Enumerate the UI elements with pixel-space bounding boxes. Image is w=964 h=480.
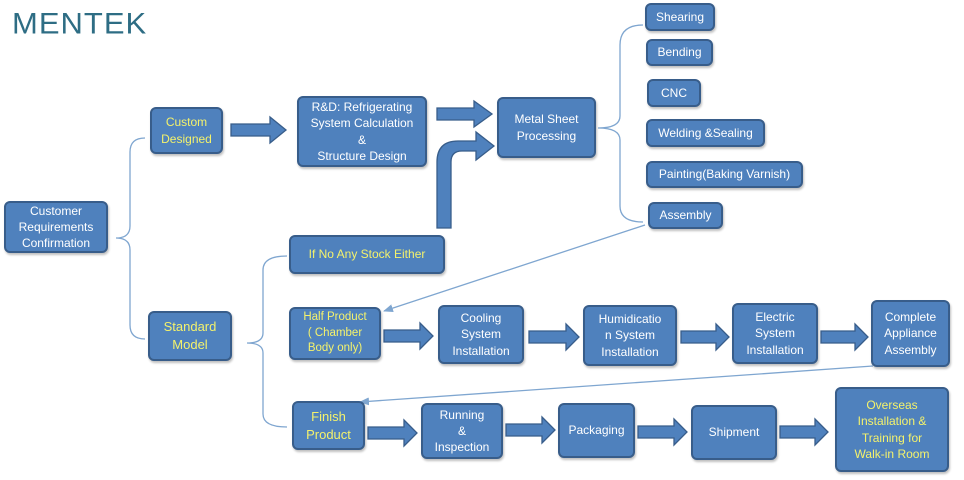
cooling-box: Cooling System Installation	[438, 305, 524, 364]
assembly-box: Assembly	[648, 202, 723, 229]
shearing-box: Shearing	[645, 3, 715, 31]
connector-complete-finish	[359, 365, 874, 406]
half-product-box: Half Product ( Chamber Body only)	[289, 307, 381, 360]
rd-design-box: R&D: Refrigerating System Calculation & …	[297, 96, 427, 167]
arrow-shipment-overseas	[779, 417, 829, 447]
welding-box: Welding &Sealing	[646, 119, 765, 147]
no-stock-box: If No Any Stock Either	[289, 235, 445, 274]
electric-box: Electric System Installation	[732, 303, 818, 364]
finish-product-box: Finish Product	[292, 401, 365, 450]
arrow-half-cooling	[383, 321, 434, 351]
connector-assembly-half	[383, 224, 646, 312]
overseas-box: Overseas Installation & Training for Wal…	[835, 387, 949, 472]
customer-requirements-box: Customer Requirements Confirmation	[4, 201, 108, 253]
packaging-box: Packaging	[558, 403, 635, 458]
metal-sheet-box: Metal Sheet Processing	[497, 97, 596, 158]
arrow-rd-metal	[436, 99, 494, 129]
arrow-electric-complete	[820, 322, 869, 352]
arrow-elbow-metal	[436, 130, 496, 229]
bracket-main	[115, 137, 146, 340]
arrow-custom-rd	[230, 115, 288, 145]
arrow-humid-electric	[680, 322, 730, 352]
painting-box: Painting(Baking Varnish)	[646, 161, 803, 188]
humidication-box: Humidicatio n System Installation	[583, 305, 677, 366]
cnc-box: CNC	[647, 79, 701, 107]
arrow-finish-running	[367, 418, 418, 448]
complete-appliance-box: Complete Appliance Assembly	[871, 300, 950, 367]
running-inspection-box: Running & Inspection	[421, 403, 503, 459]
mentek-logo: MENTEK	[12, 6, 148, 41]
arrow-running-packaging	[505, 415, 556, 445]
bending-box: Bending	[646, 39, 713, 66]
arrow-packaging-shipment	[637, 417, 688, 447]
standard-model-box: Standard Model	[148, 311, 232, 361]
bracket-standard	[246, 255, 288, 428]
shipment-box: Shipment	[691, 405, 777, 460]
custom-designed-box: Custom Designed	[150, 107, 223, 154]
bracket-metal	[597, 24, 644, 223]
arrow-cooling-humid	[528, 322, 580, 352]
